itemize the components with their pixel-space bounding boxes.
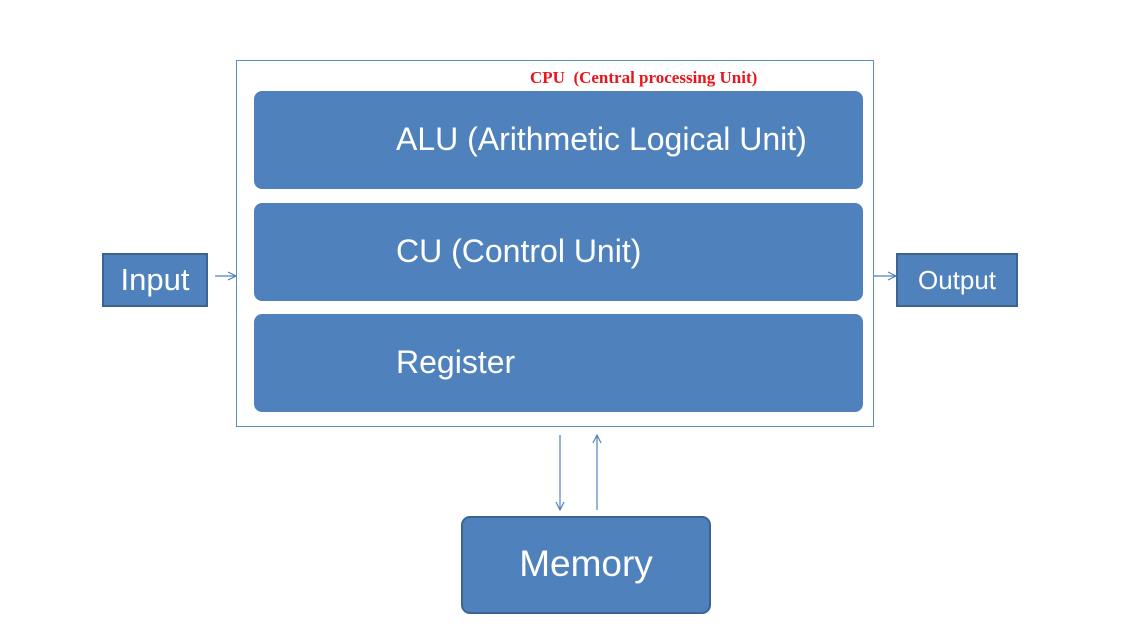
alu-box: ALU (Arithmetic Logical Unit) — [254, 91, 863, 189]
cpu-title: CPU (Central processing Unit) — [530, 68, 758, 87]
output-box: Output — [896, 253, 1018, 307]
output-label: Output — [917, 264, 997, 295]
register-label: Register — [396, 343, 516, 380]
alu-label: ALU (Arithmetic Logical Unit) — [396, 120, 807, 157]
memory-box: Memory — [461, 516, 711, 614]
register-box: Register — [254, 314, 863, 412]
memory-label: Memory — [519, 543, 653, 584]
input-label: Input — [120, 262, 190, 297]
control-unit-box: CU (Control Unit) — [254, 203, 863, 301]
control-unit-label: CU (Control Unit) — [396, 232, 642, 269]
input-box: Input — [102, 253, 208, 307]
cpu-container — [236, 60, 874, 427]
